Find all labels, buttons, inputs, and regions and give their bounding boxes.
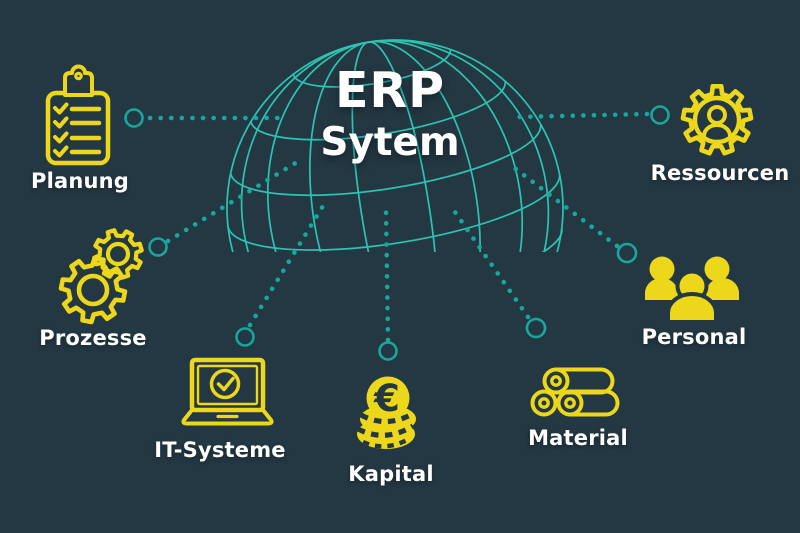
gears-icon — [58, 228, 144, 325]
diagram-title: ERP Sytem — [250, 66, 530, 162]
kapital-label: Kapital — [348, 462, 434, 486]
it-systeme-label: IT-Systeme — [154, 438, 286, 462]
clipboard-checklist-icon — [45, 64, 111, 166]
ressourcen-node-ring — [650, 105, 670, 125]
prozesse-node-ring — [148, 237, 168, 257]
it-systeme-connector — [247, 203, 326, 328]
material-rolls-icon — [530, 367, 620, 417]
people-group-icon — [645, 256, 739, 324]
material-label: Material — [528, 426, 628, 450]
title-line-erp: ERP — [334, 62, 446, 119]
personal-connector — [505, 160, 620, 249]
gear-person-icon — [680, 84, 754, 156]
kapital-connector — [383, 209, 391, 343]
title-line-sytem: Sytem — [320, 120, 460, 165]
laptop-check-icon — [181, 357, 274, 426]
ressourcen-connector — [515, 111, 650, 120]
connector-dotted-lines — [147, 111, 650, 343]
material-node-ring — [525, 317, 547, 339]
euro-coins-icon: € — [356, 376, 416, 449]
material-connector — [452, 209, 531, 320]
personal-node-ring — [616, 242, 638, 264]
prozesse-connector — [165, 156, 305, 244]
prozesse-label: Prozesse — [39, 326, 147, 350]
ressourcen-label: Ressourcen — [650, 161, 790, 185]
globe-wireframe-icon — [226, 39, 564, 252]
connector-node-rings — [124, 105, 670, 361]
svg-text:€: € — [373, 377, 400, 420]
planung-label: Planung — [30, 169, 130, 193]
personal-label: Personal — [641, 325, 747, 349]
it-systeme-node-ring — [235, 327, 255, 347]
kapital-node-ring — [378, 341, 398, 361]
planung-node-ring — [124, 108, 144, 128]
